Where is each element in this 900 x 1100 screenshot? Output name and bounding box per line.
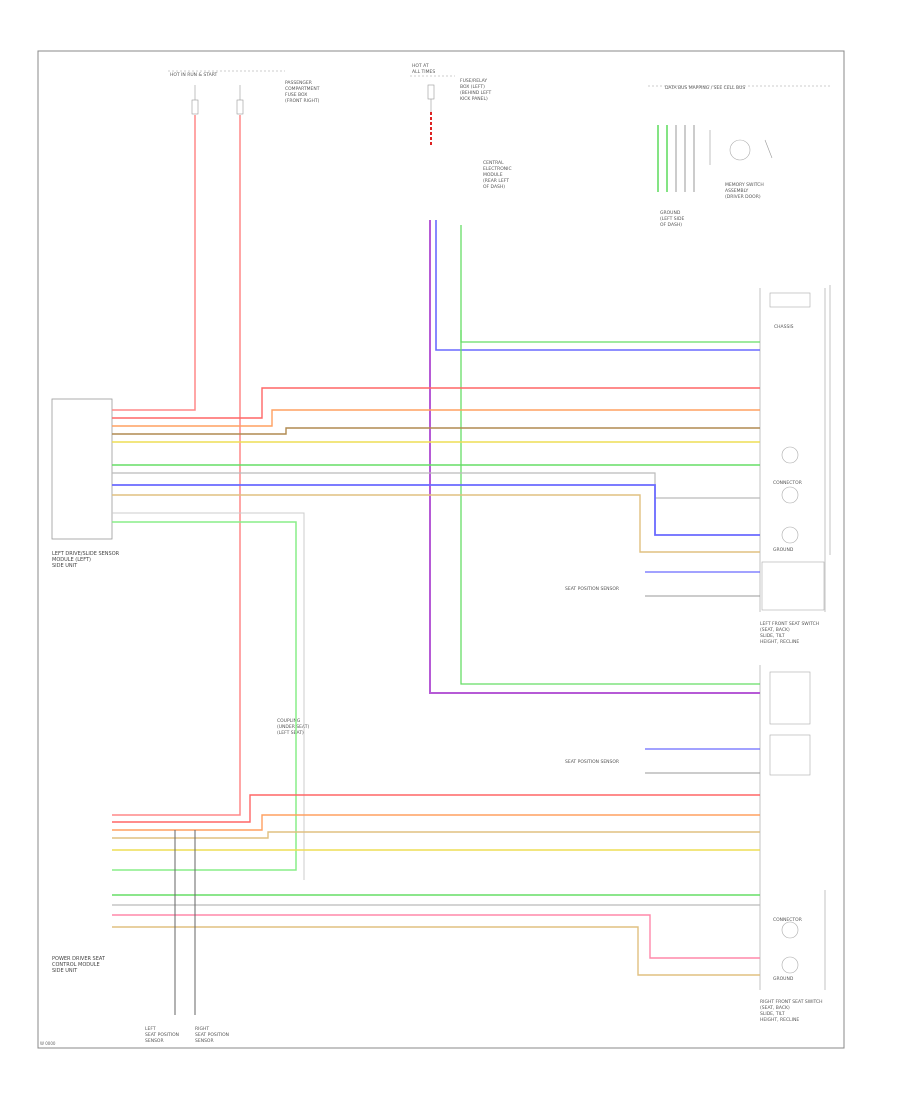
wire-blue-upper — [112, 484, 760, 536]
switch-top-label: CHASSIS — [774, 324, 794, 330]
top-mid-fuse-area: HOT AT ALL TIMES FUSE/RELAY BOX (LEFT) (… — [410, 63, 493, 112]
wire-red-lower — [112, 794, 760, 823]
top-left-fuse-note: PASSENGER COMPARTMENT FUSE BOX (FRONT RI… — [285, 80, 321, 104]
wire-green-central-2 — [460, 330, 760, 343]
legend-title: DATA BUS MAPPING / SEE CELL BUS — [665, 85, 745, 91]
left-module-box — [51, 398, 113, 540]
bottom-left-note: LEFT SEAT POSITION SENSOR — [145, 1026, 180, 1044]
wire-red-feed-2 — [112, 115, 241, 816]
wire-brown-upper — [112, 427, 760, 435]
wire-green-central-1 — [460, 225, 760, 685]
lower-right-label: RIGHT FRONT SEAT SWITCH (SEAT, BACK) SLI… — [760, 999, 824, 1023]
wire-red-upper — [112, 387, 760, 419]
right-lower-switch-box: RIGHT FRONT SEAT SWITCH (SEAT, BACK) SLI… — [759, 665, 826, 1023]
connector-label-2: CONNECTOR — [773, 917, 802, 923]
memory-switch-label: MEMORY SWITCH ASSEMBLY (DRIVER DOOR) — [725, 182, 765, 200]
top-mid-source-label: HOT AT ALL TIMES — [412, 63, 435, 75]
ground-label: GROUND (LEFT SIDE OF DASH) — [660, 210, 686, 228]
wire-purple-main — [429, 220, 760, 694]
wire-green-down — [112, 521, 297, 871]
wire-orange-upper — [112, 409, 760, 427]
wire-tan-upper — [112, 494, 760, 553]
wires — [112, 112, 760, 1015]
wire-pink-lower — [112, 914, 760, 959]
wire-tan-bottom — [112, 926, 760, 976]
upper-connectors: CONNECTOR CONNECTOR GROUND GROUND — [773, 446, 802, 982]
ground-terminal-label-1: GROUND — [773, 547, 794, 553]
upper-right-label: LEFT FRONT SEAT SWITCH (SEAT, BACK) SLID… — [760, 621, 821, 645]
wire-red-feed-1 — [112, 115, 196, 411]
top-left-fuse-area: HOT IN RUN & START PASSENGER COMPARTMENT… — [168, 70, 321, 115]
bottom-right-note: RIGHT SEAT POSITION SENSOR — [195, 1026, 230, 1044]
wire-tan-lower — [112, 831, 760, 839]
wire-blue-central — [435, 220, 760, 351]
ground-terminal-label-2: GROUND — [773, 976, 794, 982]
top-left-source-label: HOT IN RUN & START — [170, 72, 218, 78]
right-upper-switch-box: CHASSIS LEFT FRONT SEAT SWITCH (SEAT, BA… — [759, 285, 831, 645]
bottom-module-label: POWER DRIVER SEAT CONTROL MODULE SIDE UN… — [52, 956, 107, 974]
seat-position-label-lower: SEAT POSITION SENSOR — [565, 759, 619, 765]
left-module-label: LEFT DRIVE/SLIDE SENSOR MODULE (LEFT) SI… — [52, 551, 121, 569]
connector-label-1: CONNECTOR — [773, 480, 802, 486]
wire-orange-lower — [112, 814, 760, 831]
seat-position-label-upper: SEAT POSITION SENSOR — [565, 586, 619, 592]
top-right-legend: DATA BUS MAPPING / SEE CELL BUS GROUND (… — [648, 85, 830, 228]
mid-junction-label: COUPLING (UNDER SEAT) (LEFT SEAT) — [277, 718, 311, 736]
top-mid-fuse-note: FUSE/RELAY BOX (LEFT) (BEHIND LEFT KICK … — [460, 78, 493, 102]
diagram-border — [37, 50, 845, 1049]
page-code: W 0000 — [40, 1041, 56, 1046]
wire-gray-down — [112, 512, 305, 880]
central-module-label: CENTRAL ELECTRONIC MODULE (REAR LEFT OF … — [483, 160, 513, 190]
